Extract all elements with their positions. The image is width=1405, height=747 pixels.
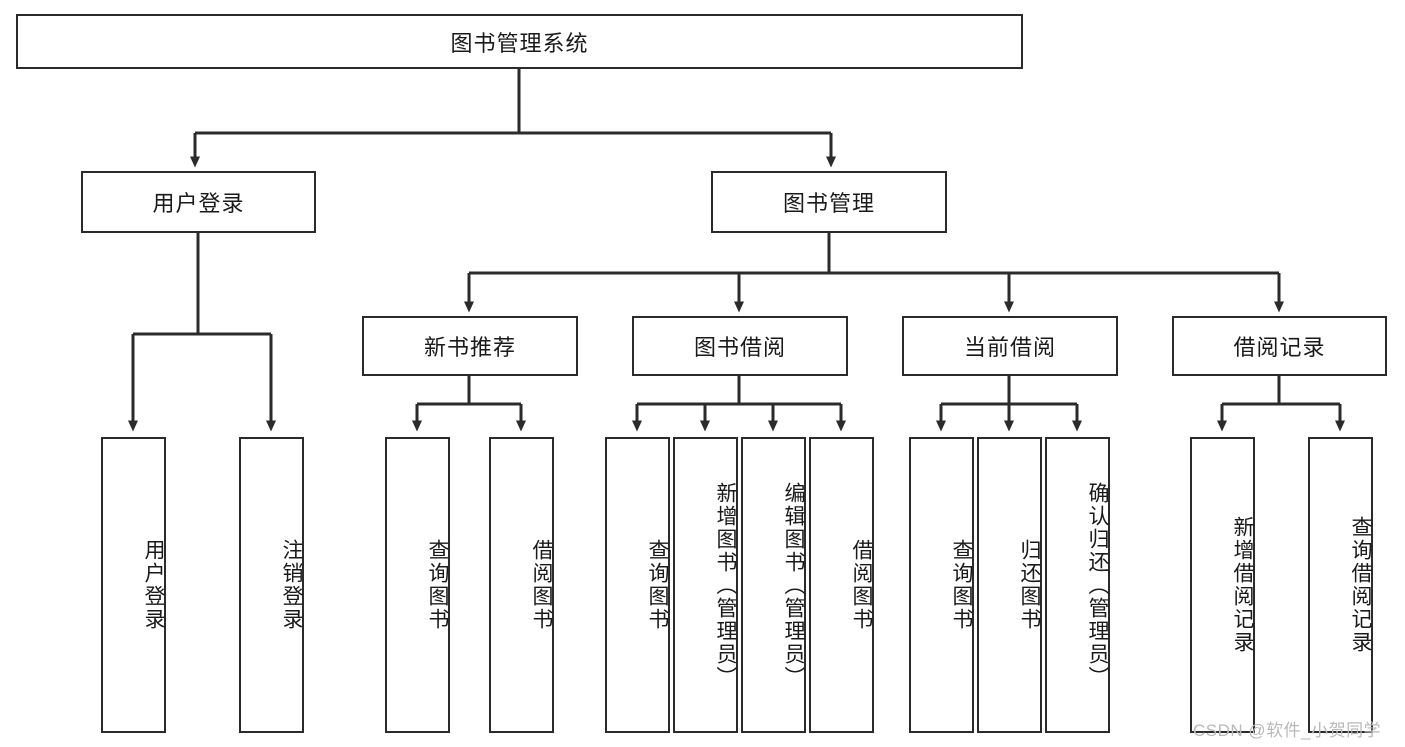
leaf-borrow-record-0-label: 新增借阅记录: [1231, 516, 1254, 654]
leaf-book-borrow-1-label: 新增图书（管理员）: [714, 481, 737, 689]
node-user-login[interactable]: 用户登录: [81, 171, 316, 233]
leaf-current-borrow-0-label: 查询图书: [950, 539, 973, 631]
leaf-borrow-record-1-label: 查询借阅记录: [1349, 516, 1372, 654]
leaf-new-book-0[interactable]: 查询图书: [385, 437, 450, 733]
leaf-book-borrow-1[interactable]: 新增图书（管理员）: [673, 437, 738, 733]
leaf-book-borrow-3-label: 借阅图书: [850, 539, 873, 631]
leaf-book-borrow-2[interactable]: 编辑图书（管理员）: [741, 437, 806, 733]
node-root-label: 图书管理系统: [450, 30, 589, 56]
leaf-borrow-record-1[interactable]: 查询借阅记录: [1308, 437, 1373, 733]
leaf-current-borrow-0[interactable]: 查询图书: [909, 437, 974, 733]
node-current-borrow[interactable]: 当前借阅: [902, 316, 1118, 376]
node-new-book-recommend-label: 新书推荐: [423, 335, 516, 360]
leaf-book-borrow-0[interactable]: 查询图书: [605, 437, 670, 733]
leaf-current-borrow-2[interactable]: 确认归还（管理员）: [1045, 437, 1110, 733]
node-book-manage-label: 图书管理: [782, 191, 875, 216]
leaf-user-login-1[interactable]: 注销登录: [239, 437, 304, 733]
leaf-borrow-record-0[interactable]: 新增借阅记录: [1190, 437, 1255, 733]
node-user-login-label: 用户登录: [152, 191, 245, 216]
leaf-book-borrow-2-label: 编辑图书（管理员）: [782, 481, 805, 689]
leaf-book-borrow-3[interactable]: 借阅图书: [809, 437, 874, 733]
leaf-new-book-1[interactable]: 借阅图书: [489, 437, 554, 733]
leaf-user-login-1-label: 注销登录: [280, 539, 303, 631]
leaf-user-login-0-label: 用户登录: [142, 539, 165, 631]
leaf-current-borrow-1[interactable]: 归还图书: [977, 437, 1042, 733]
watermark: CSDN @软件_小贺同学: [1193, 721, 1382, 740]
node-borrow-record-label: 借阅记录: [1233, 335, 1326, 360]
node-book-manage[interactable]: 图书管理: [711, 171, 947, 233]
leaf-book-borrow-0-label: 查询图书: [646, 539, 669, 631]
node-borrow-record[interactable]: 借阅记录: [1172, 316, 1387, 376]
node-current-borrow-label: 当前借阅: [963, 335, 1056, 360]
leaf-new-book-0-label: 查询图书: [426, 539, 449, 631]
node-new-book-recommend[interactable]: 新书推荐: [362, 316, 578, 376]
leaf-current-borrow-2-label: 确认归还（管理员）: [1086, 481, 1109, 689]
leaf-new-book-1-label: 借阅图书: [530, 539, 553, 631]
leaf-current-borrow-1-label: 归还图书: [1018, 539, 1041, 631]
node-book-borrow-label: 图书借阅: [693, 335, 786, 360]
node-root[interactable]: 图书管理系统: [16, 14, 1023, 69]
node-book-borrow[interactable]: 图书借阅: [632, 316, 848, 376]
leaf-user-login-0[interactable]: 用户登录: [101, 437, 166, 733]
